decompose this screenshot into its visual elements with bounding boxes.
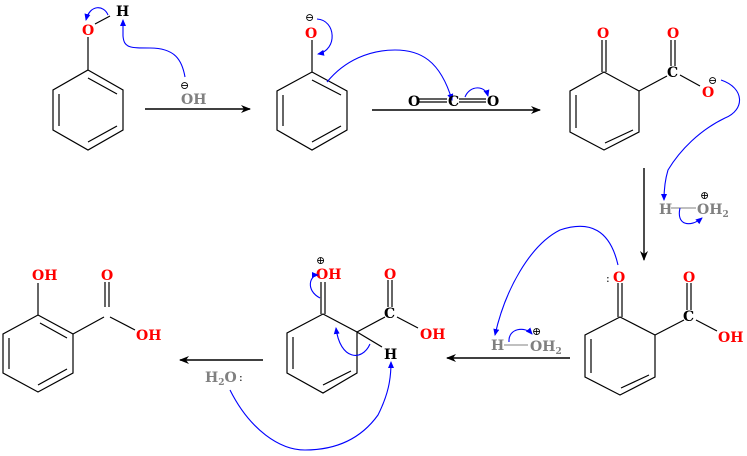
carbonyl-carbon: C — [667, 65, 678, 81]
oxygen-atom: O — [82, 23, 94, 39]
co2-oxygen: O — [487, 94, 499, 110]
hydronium-h: H — [491, 338, 504, 354]
ketone-oxygen: O — [613, 270, 625, 286]
phenol-molecule: O H — [52, 4, 129, 151]
salicylic-acid-product: OH O OH — [2, 268, 161, 393]
carbonyl-oxygen: O — [667, 26, 679, 42]
electron-arrow-pi-bond-to-oh — [309, 272, 321, 299]
hydroxyl-group: OH — [718, 330, 743, 346]
electron-arrow-ring-to-co2 — [326, 49, 454, 101]
electron-arrow-ch-bond-to-ring — [333, 327, 371, 356]
negative-charge: ⊖ — [708, 74, 717, 87]
carbonyl-carbon: C — [384, 306, 395, 322]
electron-arrow-ketone-to-h — [493, 225, 619, 336]
positive-charge: ⊕ — [316, 254, 325, 267]
water-reagent: H2O : — [205, 370, 243, 388]
co2-oxygen: O — [408, 94, 420, 110]
phenoxide-molecule: O ⊖ — [276, 11, 348, 151]
carbonyl-oxygen: O — [101, 268, 113, 284]
hydrogen-atom: H — [116, 4, 129, 20]
carbonyl-oxygen: O — [683, 270, 695, 286]
positive-charge: ⊕ — [532, 325, 541, 338]
ketone-oxygen: O — [597, 26, 609, 42]
electron-arrow-hydroxide — [120, 19, 186, 78]
phenol-hydroxyl: OH — [32, 268, 57, 284]
hydronium-reagent: H OH2 ⊕ — [491, 325, 562, 357]
electron-arrow-water-to-h — [229, 361, 394, 451]
carboxylate-intermediate: O C O O ⊖ — [569, 26, 717, 151]
carboxylate-oxygen: O — [702, 85, 714, 101]
carboxylic-acid-intermediate: O : C O OH — [584, 270, 743, 396]
water-molecule: H2O — [205, 370, 237, 388]
electron-arrow-oh-bond — [84, 7, 109, 21]
carbonyl-carbon: C — [683, 309, 694, 325]
hydronium-oh2: OH2 — [530, 339, 562, 357]
lone-pair: : — [239, 371, 243, 384]
hydronium-oh2: OH2 — [697, 202, 729, 220]
positive-charge: ⊕ — [700, 189, 709, 202]
oxonium-group: OH — [316, 267, 341, 283]
hydronium-reagent: H OH2 ⊕ — [659, 189, 729, 220]
negative-charge: ⊖ — [180, 79, 189, 92]
protonated-intermediate: OH ⊕ C O OH H — [286, 254, 445, 394]
carbon-dioxide-reagent: O C O — [408, 94, 499, 110]
electron-arrow-co2 — [464, 87, 490, 98]
carboxyl-hydroxyl: OH — [136, 328, 161, 344]
electron-arrow-h-oh2-bond — [508, 327, 533, 343]
oxygen-atom: O — [305, 26, 317, 42]
negative-charge: ⊖ — [305, 11, 314, 24]
ring-hydrogen: H — [384, 347, 397, 363]
hydroxide-reagent: OH — [181, 92, 206, 108]
carbonyl-oxygen: O — [384, 267, 396, 283]
co2-carbon: C — [448, 94, 459, 110]
hydroxyl-group: OH — [420, 327, 445, 343]
electron-arrow-oxide — [316, 18, 333, 56]
electron-arrow-carboxylate-to-h — [661, 79, 741, 201]
electron-arrow-h-oh2-bond — [678, 207, 703, 225]
lone-pair: : — [606, 272, 610, 285]
hydronium-h: H — [659, 202, 672, 218]
